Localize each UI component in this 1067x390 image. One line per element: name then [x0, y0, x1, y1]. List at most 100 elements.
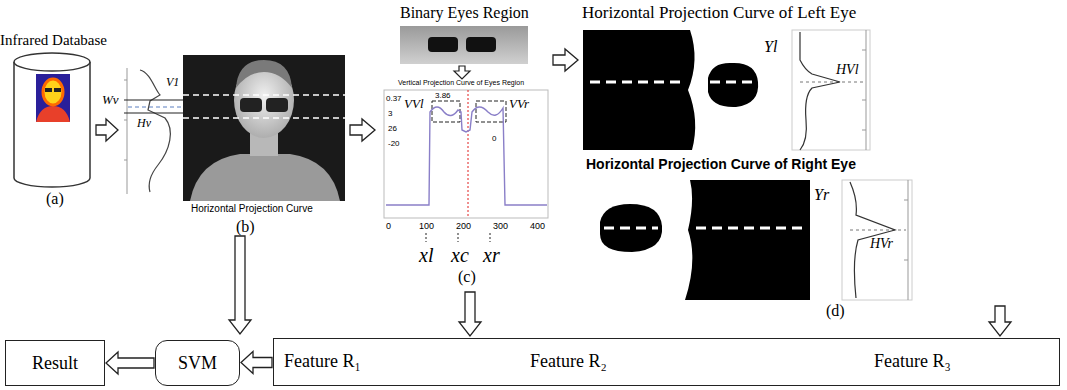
- leader-line: [426, 233, 427, 242]
- left-eye-binary: [583, 30, 870, 150]
- axis-tick: [124, 80, 127, 81]
- image-ground: [183, 55, 345, 201]
- node-text: Feature R₂: [530, 351, 607, 372]
- peak-line: [800, 82, 864, 83]
- figure-label: HVl: [836, 62, 859, 78]
- flow-arrow: [229, 236, 251, 334]
- leader-line: [458, 233, 459, 242]
- dashed-window: [432, 101, 460, 122]
- axis-tick: [124, 160, 127, 161]
- figure-label: 200: [456, 221, 471, 231]
- figure-label: Horizontal Projection Curve of Right Eye: [586, 156, 856, 172]
- plot-axis: [908, 180, 909, 300]
- figure-label: (a): [46, 190, 64, 208]
- center-line: [128, 107, 183, 108]
- thermal-face: [43, 79, 63, 105]
- figure-label: 26: [388, 124, 397, 133]
- flow-arrow: [350, 119, 375, 141]
- eye-center-line: [710, 81, 756, 84]
- figure-label: Binary Eyes Region: [400, 4, 529, 22]
- axis-tick: [904, 200, 908, 201]
- figure-label: xc: [451, 244, 469, 267]
- figure-label: Yr: [814, 186, 829, 204]
- dashed-window: [476, 101, 506, 122]
- horizontal-projection-plot: [124, 68, 183, 194]
- flow-connector: [106, 352, 154, 374]
- figure-label: Horizontal Projection Curve of Left Eye: [582, 3, 856, 23]
- eye-blob: [600, 204, 662, 252]
- binary-eyes-strip: [400, 26, 528, 64]
- figure-label: 0: [492, 134, 496, 143]
- axis-tick: [124, 120, 127, 121]
- peak-line: [850, 230, 906, 231]
- figure-label: Yl: [764, 38, 777, 56]
- binary-region: [685, 180, 810, 300]
- figure-label: Wv: [102, 93, 119, 108]
- figure-label: (b): [236, 218, 255, 236]
- flow-connector: [241, 352, 272, 374]
- eye-center-line: [696, 227, 806, 230]
- figure-label: 3.86: [434, 91, 452, 100]
- axis-tick: [862, 130, 866, 131]
- flow-arrow: [454, 66, 470, 79]
- node-text: Feature R₃: [874, 351, 951, 372]
- figure-label: (c): [458, 268, 476, 286]
- thermal-glasses: [54, 88, 61, 92]
- figure-label: -20: [388, 139, 400, 148]
- figure-label: 3: [388, 109, 392, 118]
- projection-curve: [140, 70, 170, 192]
- leader-line: [490, 233, 491, 242]
- vertical-projection-chart: [384, 90, 548, 242]
- figure-label: 0.37: [386, 94, 402, 103]
- face-image: [183, 55, 345, 201]
- figure-label: 300: [493, 221, 508, 231]
- thermal-glasses: [45, 88, 52, 92]
- figure-label: 0: [386, 221, 391, 231]
- sunglasses: [266, 98, 288, 112]
- figure-label: VVl: [404, 97, 424, 112]
- eye-center-line: [604, 227, 658, 230]
- flow-arrow: [459, 292, 481, 336]
- figure-label: Hv: [136, 117, 152, 131]
- thermal-image: [36, 74, 70, 122]
- chart-frame: [384, 90, 548, 218]
- node-text: Feature R₁: [284, 351, 361, 372]
- axis-tick: [904, 260, 908, 261]
- axis-tick: [862, 100, 866, 101]
- shoulders: [190, 154, 340, 201]
- curve-frame: [792, 30, 870, 150]
- projection-curve: [800, 32, 840, 150]
- figure-label: xl: [419, 244, 433, 267]
- flow-arrow: [96, 119, 118, 141]
- eye-band-line: [183, 94, 345, 96]
- figure-label: 400: [530, 221, 545, 231]
- eye-band-line: [183, 117, 345, 119]
- eye-blob: [708, 63, 758, 107]
- flow-arrow: [989, 306, 1011, 336]
- plot-axis: [127, 68, 128, 194]
- cylinder-top: [14, 53, 90, 71]
- flow-arrow: [553, 49, 578, 71]
- node-text: Result: [32, 353, 78, 374]
- axis-tick: [862, 50, 866, 51]
- right-eye-binary: [600, 180, 912, 300]
- sunglasses: [240, 98, 262, 112]
- sunglasses: [428, 37, 458, 52]
- figure-label: VVr: [509, 97, 529, 112]
- process-box: Result: [5, 340, 105, 386]
- figure-label: Infrared Database: [0, 32, 107, 49]
- plot-axis: [866, 30, 867, 150]
- figure-label: V1: [166, 76, 179, 90]
- figure-label: Vertical Projection Curve of Eyes Region: [398, 79, 524, 87]
- strip-ground: [400, 26, 528, 64]
- database-cylinder: [14, 53, 90, 187]
- thermal-body: [36, 106, 70, 122]
- node-text: SVM: [178, 353, 217, 374]
- window-line: [124, 112, 183, 113]
- binary-region: [583, 30, 695, 150]
- classifier-box: SVM: [155, 340, 240, 386]
- feature-box: Feature R₁ Feature R₂ Feature R₃: [273, 338, 1060, 386]
